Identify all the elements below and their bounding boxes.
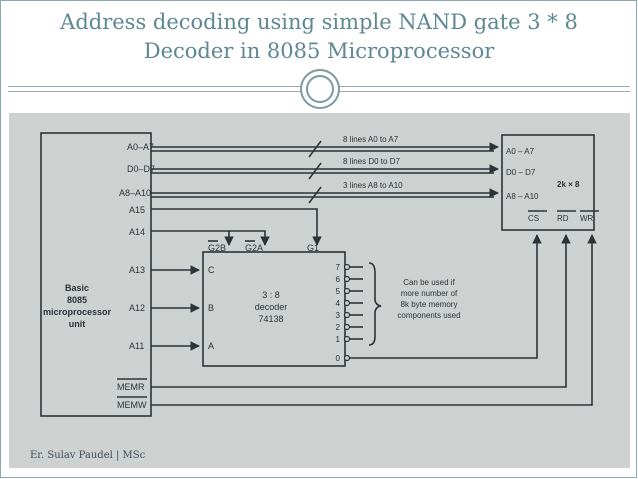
decoder-output-5: 5 [336,287,341,296]
ornament-circle-icon [300,69,340,109]
decoder-enable-g2b: G2B [208,243,226,253]
decoder-box [202,251,346,367]
svg-text:Can be used if: Can be used if [403,278,455,287]
address-low-bus [151,140,499,158]
decoder-name: 3 : 8 decoder 74138 [255,290,288,324]
bus-label-data: 8 lines D0 to D7 [343,157,400,166]
svg-text:8k byte memory: 8k byte memory [401,300,458,309]
memory-pin-a8-a10: A8 – A10 [506,192,539,201]
decoder-output-4: 4 [336,299,341,308]
svg-text:components used: components used [397,311,460,320]
output-brace [368,262,382,346]
cpu-pin-memw: MEMW [117,400,147,410]
cpu-pin-a11: A11 [129,341,144,351]
decoder-select-b: B [208,303,214,313]
decoder-output-1: 1 [336,335,341,344]
title-line-2: Decoder in 8085 Microprocessor [143,39,495,63]
a15-line [151,208,322,246]
svg-text:Basic: Basic [65,283,89,293]
decoder-output-7: 7 [336,263,341,272]
decoder-output-6: 6 [336,275,341,284]
svg-text:more number of: more number of [401,289,458,298]
cpu-pin-a15: A15 [129,205,145,215]
decoder-output-stubs [349,266,363,340]
decoder-enable-g2a: G2A [245,243,263,253]
memory-pin-cs: CS [528,214,539,223]
cpu-pin-a8-a10: A8–A10 [119,188,151,198]
cpu-pin-memr: MEMR [117,382,145,392]
memory-size: 2k × 8 [557,180,580,189]
memw-to-wr [151,234,597,406]
memory-pin-rd: RD [557,214,569,223]
output0-to-cs [349,234,542,359]
svg-text:decoder: decoder [255,302,288,312]
ornament-inner-circle [306,75,334,103]
cpu-name: Basic 8085 microprocessor unit [43,283,112,329]
address-decoding-diagram: A0–A7 D0–D7 A8–A10 A15 A14 A13 A12 A11 M… [40,132,599,417]
svg-text:unit: unit [69,319,86,329]
title-line-1: Address decoding using simple NAND gate … [60,10,578,34]
decoder-output-0: 0 [336,354,341,363]
decoder-select-c: C [208,265,215,275]
decoder-select-a: A [208,341,214,351]
memory-pin-d0-d7: D0 – D7 [506,168,536,177]
svg-text:3 : 8: 3 : 8 [262,290,280,300]
cpu-pin-a13: A13 [129,265,145,275]
svg-text:8085: 8085 [67,295,87,305]
address-high-bus [151,186,499,204]
svg-text:74138: 74138 [258,314,283,324]
decoder-output-2: 2 [336,323,341,332]
memory-box [501,134,595,231]
memr-to-rd [151,234,571,388]
bus-label-address-low: 8 lines A0 to A7 [343,135,399,144]
output-bubbles [343,263,351,362]
memory-pin-a0-a7: A0 – A7 [506,147,535,156]
bus-label-address-high: 3 lines A8 to A10 [343,181,403,190]
diagram-photo: A0–A7 D0–D7 A8–A10 A15 A14 A13 A12 A11 M… [9,113,630,468]
cpu-pin-d0-d7: D0–D7 [127,164,155,174]
cpu-pin-a0-a7: A0–A7 [127,142,154,152]
cpu-pin-a14: A14 [129,227,145,237]
decoder-output-3: 3 [336,311,341,320]
data-bus [151,162,499,180]
slide-footer: Er. Sulav Paudel | MSc [30,450,146,461]
memory-pin-wr: WR [580,214,594,223]
cpu-pin-a12: A12 [129,303,145,313]
cpu-box [40,132,152,417]
decoder-enable-g1: G1 [307,243,319,253]
slide-title: Address decoding using simple NAND gate … [0,8,638,66]
brace-note: Can be used if more number of 8k byte me… [397,278,460,320]
svg-text:microprocessor: microprocessor [43,307,112,317]
